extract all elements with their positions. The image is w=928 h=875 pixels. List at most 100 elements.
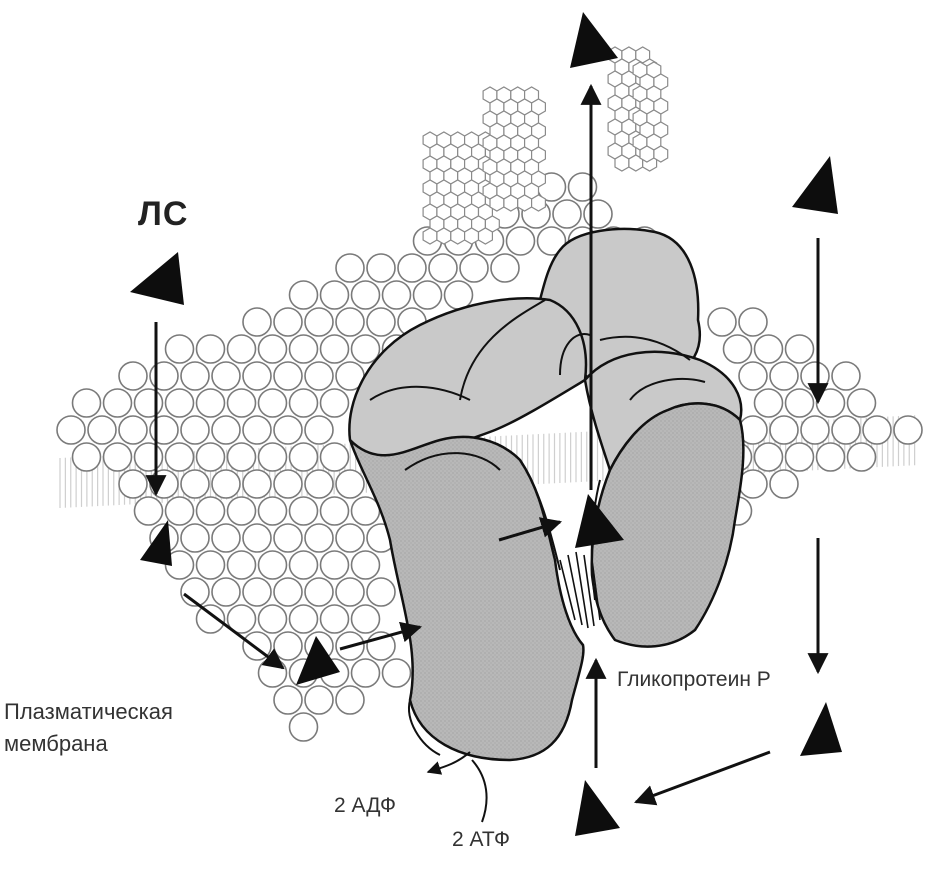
lipid-head [242,415,272,445]
adp-label: 2 АДФ [334,794,396,817]
diagonal-arrow-bottom-right [634,750,771,806]
lipid-head [831,361,861,391]
lipid-head [257,496,288,526]
lipid-head [273,685,303,715]
lipid-head [242,523,272,553]
protein-domain-left-tm [348,435,585,762]
lipid-head [118,361,148,391]
lipid-head [195,334,226,364]
p-glycoprotein [348,227,745,762]
lipid-head [800,415,830,445]
lipid-head [273,523,303,553]
lipid-head [784,442,815,472]
lipid-head [893,415,923,445]
glycan-unit [450,227,466,245]
lipid-head [164,496,195,526]
lipid-head [381,658,412,688]
lipid-head [133,388,164,418]
lipid-head [319,280,350,310]
lipid-head [257,388,288,418]
lipid-head [738,361,768,391]
lipid-head [56,415,86,445]
glycan-chains [422,46,669,245]
lipid-head [102,442,133,472]
lipid-head [180,523,210,553]
lipid-head [350,658,381,688]
lipid-head [211,523,241,553]
drug-molecules [130,12,842,836]
diagonal-arrow-left [183,592,285,670]
lipid-head [443,280,474,310]
lipid-head [242,469,272,499]
glycan-unit [422,227,438,245]
lipid-head [273,361,303,391]
glycan-unit [503,194,519,212]
membrane-label: Плазматическая мембрана [4,696,173,760]
adp-release-arrow [426,751,471,775]
lipid-head [397,253,427,283]
lipid-head [118,469,148,499]
lipid-head [335,577,365,607]
lipid-head [164,388,195,418]
lipid-head [738,469,768,499]
lipid-head [304,361,334,391]
black-triangle-icon [575,780,620,836]
entry-arrow-upper [498,517,563,542]
lipid-head [769,415,799,445]
lipid-head [583,199,613,229]
lipid-head [753,442,784,472]
lipid-head [195,604,226,634]
lipid-head [226,388,257,418]
black-triangle-icon [800,702,842,756]
entry-arrow-lower [339,621,423,651]
lipid-head [149,361,179,391]
lipid-head [350,334,381,364]
lipid-head [288,442,319,472]
membrane-label-line1: Плазматическая [4,699,173,724]
black-triangle-icon [575,494,624,548]
lipid-head [133,442,164,472]
lipid-head [753,388,784,418]
glycan-unit [517,194,533,212]
lipid-head [288,712,319,742]
lipid-head [273,469,303,499]
black-triangle-icon [296,636,340,685]
lipid-head [722,334,753,364]
lipid-head [366,577,396,607]
lipid-head [769,361,799,391]
lipid-head [180,415,210,445]
lipid-head [319,550,350,580]
lipid-head [226,550,257,580]
lipid-head [180,577,210,607]
glycan-unit [464,227,480,245]
lipid-head [164,334,195,364]
lipid-head [412,280,443,310]
glycan-unit [653,145,669,163]
membrane-label-line2: мембрана [4,731,108,756]
lipid-head [350,550,381,580]
lipid-head [71,442,102,472]
lipid-head [428,253,458,283]
lipid-head [102,388,133,418]
lipid-head [490,253,520,283]
lipid-head [862,415,892,445]
lipid-head [180,469,210,499]
black-triangle-icon [570,12,618,68]
lipid-head [319,334,350,364]
lipid-head [226,442,257,472]
lipid-head [211,469,241,499]
lipid-head [195,388,226,418]
lipid-head [350,280,381,310]
lipid-head [273,415,303,445]
lipid-head [257,604,288,634]
lipid-head [195,496,226,526]
lipid-head [335,253,365,283]
lipid-head [846,442,877,472]
lipid-head [381,280,412,310]
lipid-head [319,604,350,634]
lipid-head [273,631,303,661]
lipid-head [133,496,164,526]
lipid-head [831,415,861,445]
lipid-head [304,685,334,715]
